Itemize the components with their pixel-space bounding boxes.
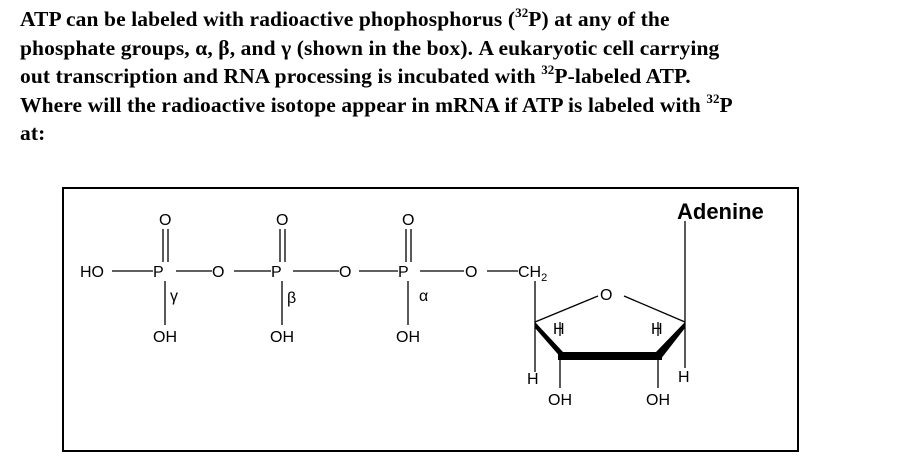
bridge-oxygen-1-label: O [212, 264, 224, 281]
ch2-label: CH2 [518, 264, 547, 284]
c2-hydrogen-label: H [651, 321, 663, 338]
beta-hydroxyl-label: OH [270, 329, 294, 346]
ch2-main: CH [518, 264, 541, 281]
ho-label: HO [80, 264, 104, 281]
bold-wedge-c4-c3 [535, 322, 563, 360]
atp-structure-box [62, 187, 799, 452]
phosphorus-gamma-label: P [153, 264, 164, 281]
beta-label: β [287, 290, 296, 307]
alpha-hydroxyl-label: OH [396, 329, 420, 346]
bond-ring-o-c1 [623, 295, 686, 323]
c1-hydrogen-label: H [678, 369, 690, 386]
adenine-label: Adenine [677, 199, 764, 224]
gamma-hydroxyl-label: OH [153, 329, 177, 346]
question-line-3: out transcription and RNA processing is … [20, 62, 691, 88]
question-line-2: phosphate groups, α, β, and γ (shown in … [20, 35, 720, 60]
question-line-4: Where will the radioactive isotope appea… [20, 90, 733, 117]
ch2-subscript: 2 [541, 272, 547, 284]
gamma-label: γ [170, 288, 178, 305]
gamma-double-oxygen-label: O [159, 212, 171, 229]
question-line-1: ATP can be labeled with radioactive phop… [20, 5, 670, 31]
c3-hydroxyl-label: OH [548, 392, 572, 409]
ribose-bold-edges [535, 322, 685, 360]
bold-wedge-c2-c1 [656, 322, 685, 360]
bond-c4-ring-o [534, 295, 599, 323]
c2-hydroxyl-label: OH [646, 392, 670, 409]
question-text: ATP can be labeled with radioactive phop… [20, 5, 882, 148]
c3-hydrogen-label: H [553, 321, 565, 338]
bridge-oxygen-3-label: O [465, 264, 477, 281]
alpha-double-oxygen-label: O [402, 212, 414, 229]
c4-hydrogen-label: H [527, 371, 539, 388]
phosphorus-alpha-label: P [398, 264, 409, 281]
bond-lines [112, 221, 686, 388]
alpha-label: α [419, 288, 428, 305]
bold-bond-c3-c2 [558, 352, 662, 360]
beta-double-oxygen-label: O [276, 212, 288, 229]
ring-oxygen-label: O [600, 287, 612, 304]
question-line-5: at: [20, 121, 46, 145]
bridge-oxygen-2-label: O [339, 264, 351, 281]
phosphorus-beta-label: P [271, 264, 282, 281]
